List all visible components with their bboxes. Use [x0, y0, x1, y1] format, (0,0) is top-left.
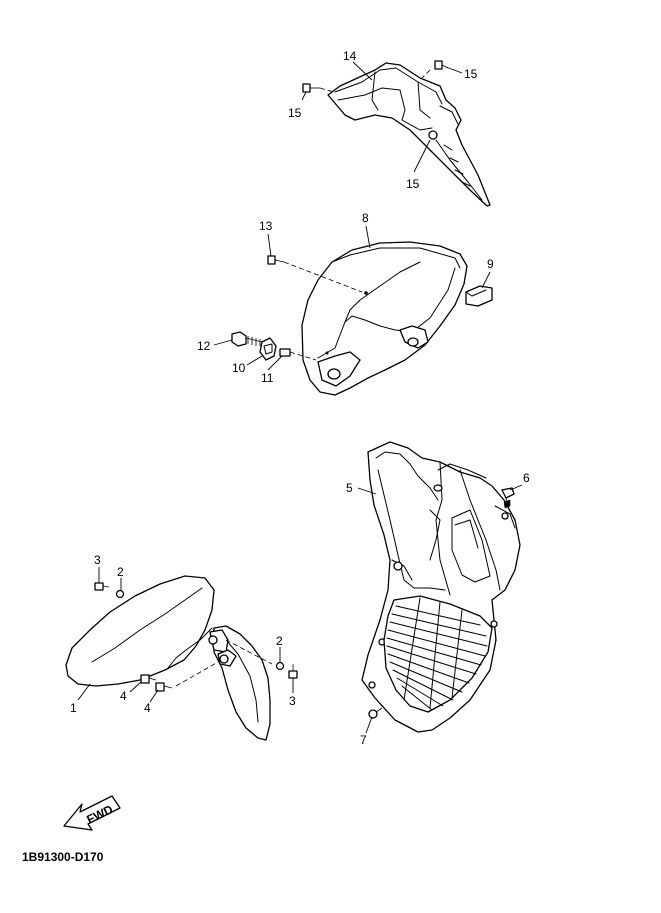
rear-upper-fender-part — [327, 62, 491, 207]
bolt-12 — [231, 331, 263, 347]
screw-3-right — [288, 664, 298, 679]
callout-3: 3 — [94, 553, 101, 567]
bracket-9 — [465, 285, 493, 307]
nut-10 — [259, 337, 277, 361]
fwd-arrow-icon: FWD — [63, 795, 121, 831]
callout-9: 9 — [487, 257, 494, 271]
bolt-15-right — [434, 60, 449, 70]
callout-2: 2 — [276, 634, 283, 648]
callout-6: 6 — [523, 471, 530, 485]
callout-1: 1 — [70, 701, 77, 715]
callout-12: 12 — [197, 339, 211, 353]
dashed-line — [283, 261, 363, 293]
dashed-line — [421, 69, 431, 79]
collar-11 — [279, 348, 291, 357]
callout-3: 3 — [289, 694, 296, 708]
dashed-line — [225, 639, 273, 665]
callout-15: 15 — [406, 177, 420, 191]
dashed-line — [289, 351, 317, 361]
screw-7 — [368, 707, 383, 719]
callout-2: 2 — [117, 565, 124, 579]
callout-4: 4 — [144, 701, 151, 715]
callout-10: 10 — [232, 361, 246, 375]
callout-11: 11 — [261, 371, 274, 385]
diagram-code: 1B91300-D170 — [22, 850, 104, 864]
callout-8: 8 — [362, 211, 369, 225]
callout-14: 14 — [343, 49, 357, 63]
front-fender-part — [65, 575, 271, 741]
leader-lines — [77, 61, 523, 734]
callout-4: 4 — [120, 689, 127, 703]
callout-15: 15 — [464, 67, 478, 81]
screw-6 — [501, 487, 515, 509]
bolt-15-left — [302, 83, 320, 93]
bolt-15-lower — [428, 130, 438, 140]
screw-4-lower — [155, 682, 173, 692]
callout-13: 13 — [259, 219, 273, 233]
nut-2-left — [115, 589, 125, 599]
screw-4-upper — [140, 674, 157, 684]
callout-15: 15 — [288, 106, 302, 120]
rear-fender-part — [301, 241, 468, 396]
bolt-13 — [267, 255, 285, 265]
nut-2-right — [275, 661, 285, 671]
dashed-line — [175, 661, 219, 687]
callout-5: 5 — [346, 481, 353, 495]
dashed-line — [319, 87, 335, 93]
inner-panel-part — [361, 441, 521, 733]
callout-labels: 14 15 15 15 13 8 9 12 10 11 5 6 7 3 2 1 … — [70, 49, 530, 747]
callout-7: 7 — [360, 733, 367, 747]
screw-3-left — [94, 582, 110, 591]
